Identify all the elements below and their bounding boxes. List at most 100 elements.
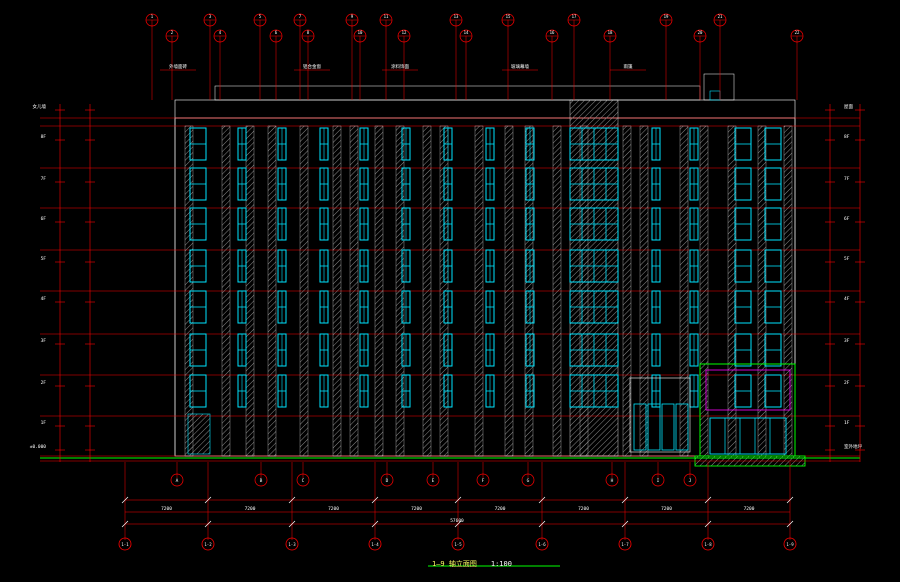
note-label: 涂料饰面 (391, 63, 409, 70)
storefront-glass (647, 403, 661, 451)
drawing-title: 1—9 轴立面图 (432, 560, 477, 568)
parapet (174, 99, 796, 119)
window (764, 127, 782, 161)
axis-circle (701, 537, 715, 551)
callout-number: 7 (299, 14, 302, 19)
window (359, 167, 369, 201)
callout-circle (380, 473, 394, 487)
axis-circle (535, 537, 549, 551)
top-callout: 16 (545, 29, 559, 100)
callout-number: 5 (259, 14, 262, 19)
axis-label: 1-6 (538, 542, 546, 547)
pilaster (679, 125, 689, 457)
dimension-tick (121, 496, 129, 504)
window (485, 249, 495, 283)
axis-circle (368, 537, 382, 551)
bottom-callout: G (521, 462, 535, 487)
right-level-label: 6F (844, 216, 850, 222)
axis-bubble: 1-9 (783, 537, 797, 551)
window (689, 374, 699, 408)
window (319, 207, 329, 241)
callout-circle (296, 473, 310, 487)
window (189, 374, 207, 408)
bay-dimension-label: 7200 (661, 506, 672, 512)
window (734, 290, 752, 324)
right-level-label: 1F (844, 420, 850, 426)
roof-structure (214, 85, 701, 101)
callout-number: 17 (572, 14, 577, 19)
bay-dimension-label: 7200 (411, 506, 422, 512)
window (651, 167, 661, 201)
callout-number: 15 (506, 14, 511, 19)
window (359, 374, 369, 408)
window (525, 207, 535, 241)
callout-number: 13 (454, 14, 459, 19)
window (569, 290, 619, 324)
top-callout: 2 (165, 29, 179, 100)
window (319, 127, 329, 161)
bay-dimension-label: 7200 (328, 506, 339, 512)
axis-label: 1-5 (454, 542, 462, 547)
dimension-tick (204, 520, 212, 528)
pilaster (221, 125, 231, 457)
window (764, 167, 782, 201)
dimension-tick (204, 496, 212, 504)
window (689, 249, 699, 283)
callout-letter: F (482, 478, 485, 484)
callout-number: 20 (698, 30, 703, 35)
window (443, 374, 453, 408)
top-callout: 10 (353, 29, 367, 100)
top-callout: 13 (449, 13, 463, 100)
roof-machine-room (703, 73, 735, 101)
window (277, 207, 287, 241)
window (277, 167, 287, 201)
entrance-doors (709, 417, 787, 455)
left-level-label: 6F (41, 216, 47, 222)
window (734, 374, 752, 408)
window (525, 127, 535, 161)
callout-number: 14 (464, 30, 469, 35)
window (689, 167, 699, 201)
axis-label: 1-9 (786, 542, 794, 547)
callout-number: 8 (307, 30, 310, 35)
total-dimension-label: 57600 (450, 518, 464, 524)
pilaster (349, 125, 359, 457)
window (319, 249, 329, 283)
storefront-glass (661, 403, 675, 451)
entrance-canopy (705, 369, 791, 411)
callout-number: 1 (151, 14, 154, 19)
callout-letter: C (302, 478, 305, 484)
top-callout: 18 (603, 29, 617, 100)
axis-bubble: 1-7 (618, 537, 632, 551)
callout-circle (426, 473, 440, 487)
dimension-tick (704, 496, 712, 504)
note-label: 外墙面砖 (169, 63, 187, 70)
window (734, 333, 752, 367)
window (764, 290, 782, 324)
window (651, 249, 661, 283)
pilaster (622, 125, 632, 457)
window (189, 333, 207, 367)
window (569, 249, 619, 283)
window (237, 127, 247, 161)
callout-letter: I (657, 478, 660, 484)
window (319, 167, 329, 201)
left-level-label: 3F (41, 338, 47, 344)
window (485, 127, 495, 161)
callout-circle (521, 473, 535, 487)
callout-number: 22 (795, 30, 800, 35)
top-callout: 5 (253, 13, 267, 100)
window (237, 207, 247, 241)
window (443, 249, 453, 283)
window (689, 207, 699, 241)
window (401, 333, 411, 367)
window (319, 333, 329, 367)
callout-letter: B (260, 478, 263, 484)
callout-number: 6 (275, 30, 278, 35)
window (189, 249, 207, 283)
window (689, 333, 699, 367)
window (525, 167, 535, 201)
window (689, 127, 699, 161)
pilaster (299, 125, 309, 457)
callout-circle (651, 473, 665, 487)
